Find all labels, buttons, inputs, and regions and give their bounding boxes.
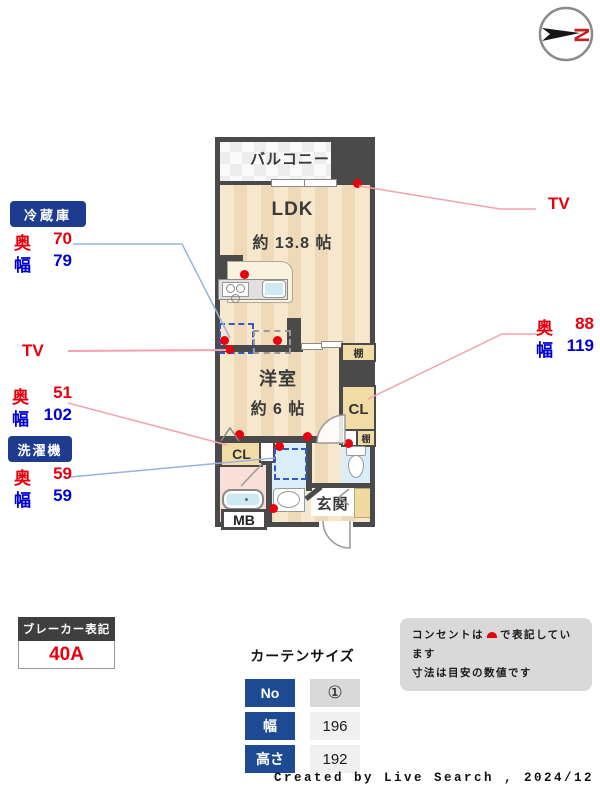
- storage-space-dashed: [253, 330, 291, 354]
- fridge-leader-line: [73, 243, 231, 339]
- width-value: 59: [53, 486, 72, 505]
- tv-right-leader-line: [358, 185, 536, 210]
- depth-value: 70: [53, 229, 72, 248]
- curtain-row-value: 192: [310, 745, 360, 773]
- outlet-note-box: コンセントはで表記しています 寸法は目安の数値です: [400, 618, 592, 691]
- entrance-top-wall: [306, 483, 375, 488]
- width-value: 79: [53, 251, 72, 270]
- ldk-label: LDK: [271, 199, 314, 220]
- closet-right-depth-row: 奥 88: [536, 314, 594, 339]
- closet-left-depth-row: 奥 51: [12, 383, 72, 408]
- outlet-dot: [273, 336, 282, 345]
- sink-icon: [263, 281, 285, 297]
- width-value: 102: [43, 405, 72, 424]
- curtain-row-value: ①: [310, 679, 360, 707]
- vanity-unit: [273, 488, 305, 512]
- depth-value: 51: [53, 383, 72, 402]
- bathtub-drain-icon: [245, 498, 248, 501]
- stove-icon: [222, 282, 249, 303]
- entrance-opening: [319, 521, 353, 527]
- depth-value: 59: [53, 464, 72, 483]
- outlet-dot: [269, 504, 278, 513]
- closet-left-leader-line: [67, 402, 228, 446]
- closet-right-cell: CL: [341, 385, 376, 433]
- curtain-title: カーテンサイズ: [250, 648, 355, 664]
- outlet-dot: [353, 179, 362, 188]
- depth-label: 奥: [536, 319, 553, 338]
- ldk-bedroom-wall: [215, 345, 303, 352]
- floorplan: バルコニー LDK 約 13.8 帖 棚 CL 棚 洋室 約 6 帖: [215, 137, 376, 530]
- balcony-wall-block: [331, 140, 372, 184]
- depth-label: 奥: [14, 234, 31, 253]
- width-label: 幅: [14, 256, 31, 275]
- washer-width-row: 幅 59: [14, 486, 72, 511]
- note-line1-after: で表記しています: [412, 629, 572, 660]
- washer-depth-row: 奥 59: [14, 464, 72, 489]
- compass-n-label: N: [570, 27, 593, 42]
- closet-left-width-row: 幅 102: [12, 405, 72, 430]
- bedroom-label: 洋室: [259, 369, 297, 389]
- balcony-slider-right: [304, 179, 337, 187]
- tv-right-label: TV: [548, 194, 570, 213]
- curtain-row-value: 196: [310, 712, 360, 740]
- outlet-dot: [220, 336, 229, 345]
- tv-left-leader-line: [67, 349, 227, 352]
- width-label: 幅: [12, 410, 29, 429]
- outlet-dot: [303, 432, 312, 441]
- closet-right-width-row: 幅 119: [536, 336, 594, 361]
- curtain-row-label: 幅: [245, 712, 295, 740]
- depth-value: 88: [575, 314, 594, 333]
- outlet-dot: [344, 439, 353, 448]
- width-label: 幅: [14, 491, 31, 510]
- laundry-hall-wall: [306, 436, 312, 491]
- width-label: 幅: [536, 341, 553, 360]
- outlet-dot: [235, 430, 244, 439]
- washer-badge: 洗濯機: [8, 436, 72, 462]
- breaker-box: ブレーカー表記 40A: [18, 617, 115, 669]
- ldk-size-label: 約 13.8 帖: [252, 235, 333, 252]
- outlet-symbol-icon: [487, 632, 497, 638]
- outlet-dot: [275, 442, 284, 451]
- breaker-title: ブレーカー表記: [18, 617, 115, 641]
- fridge-badge: 冷蔵庫: [10, 201, 86, 227]
- bath-laundry-wall: [266, 436, 272, 522]
- room-slider-right: [321, 341, 343, 348]
- balcony-slider-left: [271, 179, 305, 187]
- shelf-top-cell: 棚: [341, 343, 376, 362]
- compass-north-icon: N: [538, 6, 594, 62]
- footer-credit: Created by Live Search , 2024/12: [273, 771, 594, 785]
- closet-right-leader-line: [367, 333, 536, 400]
- fridge-width-row: 幅 79: [14, 251, 72, 276]
- closet-side-cell: [259, 441, 275, 463]
- note-line2: 寸法は目安の数値です: [412, 667, 532, 679]
- depth-label: 奥: [14, 469, 31, 488]
- meter-box: MB: [221, 509, 267, 530]
- bathtub-icon: [222, 489, 264, 510]
- balcony-label: バルコニー: [250, 151, 330, 168]
- closet-left-cell: CL: [220, 441, 263, 467]
- outlet-dot: [240, 270, 249, 279]
- washer-space-dashed: [274, 448, 307, 480]
- fridge-depth-row: 奥 70: [14, 229, 72, 254]
- room-slider-left: [301, 343, 323, 350]
- outlet-dot: [225, 345, 234, 354]
- shelf-small-cell: 棚: [356, 429, 376, 447]
- tv-left-label: TV: [22, 341, 44, 360]
- curtain-row-label: 高さ: [245, 745, 295, 773]
- entrance-label: 玄関: [316, 496, 349, 513]
- width-value: 119: [566, 336, 594, 355]
- breaker-value: 40A: [18, 641, 115, 669]
- note-line1-before: コンセントは: [412, 629, 484, 641]
- vanity-basin-icon: [277, 491, 300, 508]
- bedroom-size-label: 約 6 帖: [250, 401, 306, 418]
- toilet-bowl-icon: [348, 455, 364, 478]
- depth-label: 奥: [12, 388, 29, 407]
- curtain-row-label: No: [245, 679, 295, 707]
